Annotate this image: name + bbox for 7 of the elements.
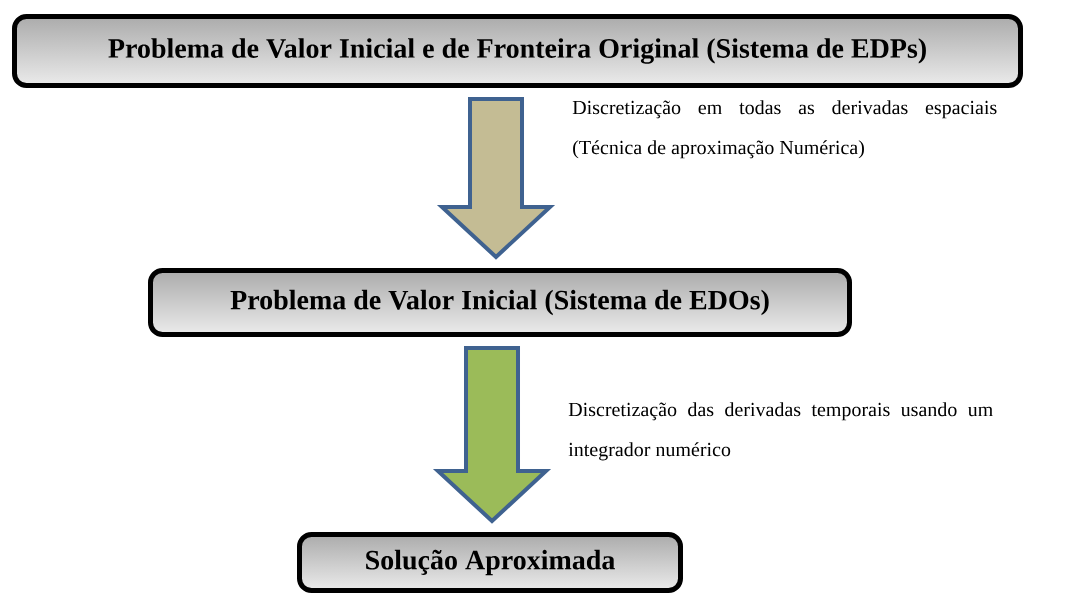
- block-arrow: [432, 346, 552, 524]
- edge-label: Discretização em todas as derivadas espaciais (Técnica de aproximação Numérica): [572, 100, 997, 159]
- process-box: Problema de Valor Inicial e de Fronteira Original (Sistema de EDPs): [12, 14, 1023, 88]
- block-arrow: [436, 97, 556, 260]
- edge-label: Discretização das derivadas temporais usando um integrador numérico: [568, 402, 993, 461]
- process-box: Problema de Valor Inicial (Sistema de EDOs): [148, 268, 852, 337]
- process-box: Solução Aproximada: [297, 532, 683, 593]
